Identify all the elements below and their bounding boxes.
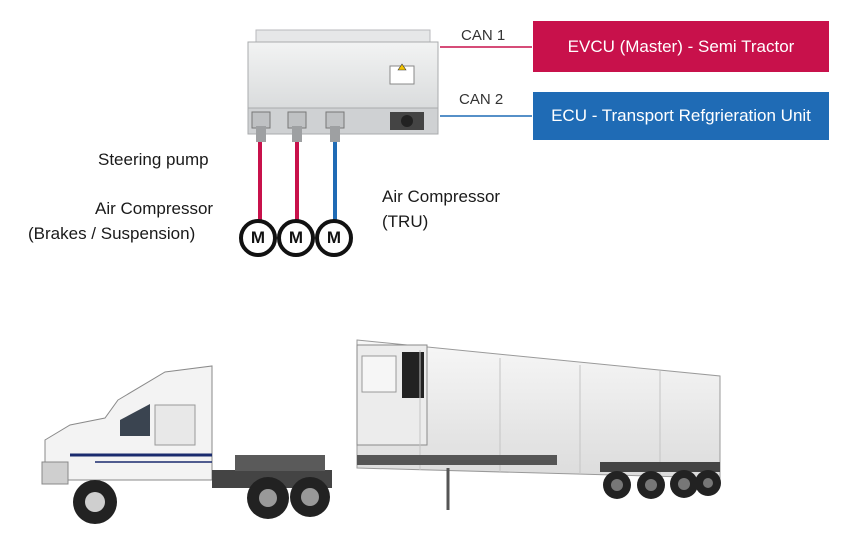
brakes-compressor-sublabel: (Brakes / Suspension) — [28, 224, 196, 243]
evcu-master-box: EVCU (Master) - Semi Tractor — [533, 21, 829, 72]
tru-compressor-sublabel: (TRU) — [382, 212, 429, 231]
tru-compressor-motor: M — [315, 219, 353, 257]
semi-tractor-image — [41, 365, 332, 524]
can1-label: CAN 1 — [461, 27, 506, 44]
tru-compressor-label: Air Compressor — [382, 187, 501, 206]
refrigerated-trailer-image — [356, 339, 721, 510]
can2-label: CAN 2 — [459, 91, 504, 108]
brakes-compressor-motor: M — [277, 219, 315, 257]
ecu-tru-box: ECU - Transport Refgrieration Unit — [533, 92, 829, 140]
inverter-unit-image — [247, 29, 439, 142]
brakes-compressor-label: Air Compressor — [95, 199, 214, 218]
steering-pump-label: Steering pump — [98, 150, 209, 169]
steering-pump-motor: M — [239, 219, 277, 257]
